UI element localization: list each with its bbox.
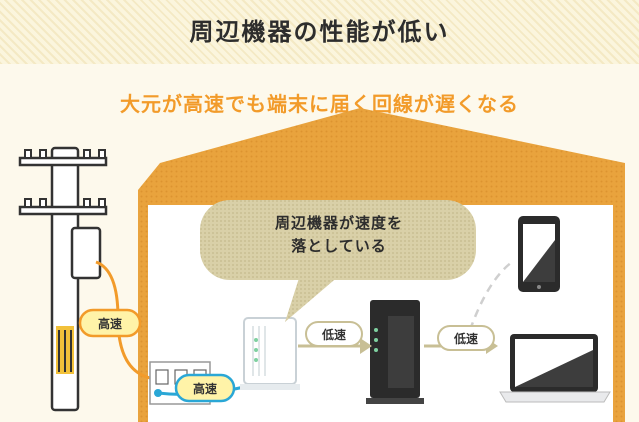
smartphone xyxy=(518,216,560,292)
label-capsule-pole xyxy=(78,308,142,338)
label-slow-router: 低速 xyxy=(321,328,346,342)
laptop xyxy=(499,334,611,403)
bubble-line-2: 落としている xyxy=(291,237,387,255)
utility-pole xyxy=(18,146,108,412)
dashed-link-smartphone xyxy=(468,261,513,331)
router-device xyxy=(240,317,300,390)
speech-bubble xyxy=(200,200,476,322)
bubble-text: 周辺機器が速度を 落としている xyxy=(208,212,470,258)
bubble-line-1: 周辺機器が速度を xyxy=(274,214,403,232)
black-network-device xyxy=(366,300,424,404)
label-fast-pole: 高速 xyxy=(97,317,122,331)
label-capsule-device xyxy=(437,325,495,351)
page-subtitle: 大元が高速でも端末に届く回線が遅くなる xyxy=(120,92,519,116)
label-capsule-router xyxy=(305,321,363,347)
label-slow-device: 低速 xyxy=(453,332,478,346)
label-capsule-outlet xyxy=(174,373,236,403)
page-title: 周辺機器の性能が低い xyxy=(189,18,450,46)
label-fast-outlet: 高速 xyxy=(192,382,217,396)
title-band xyxy=(0,0,639,64)
